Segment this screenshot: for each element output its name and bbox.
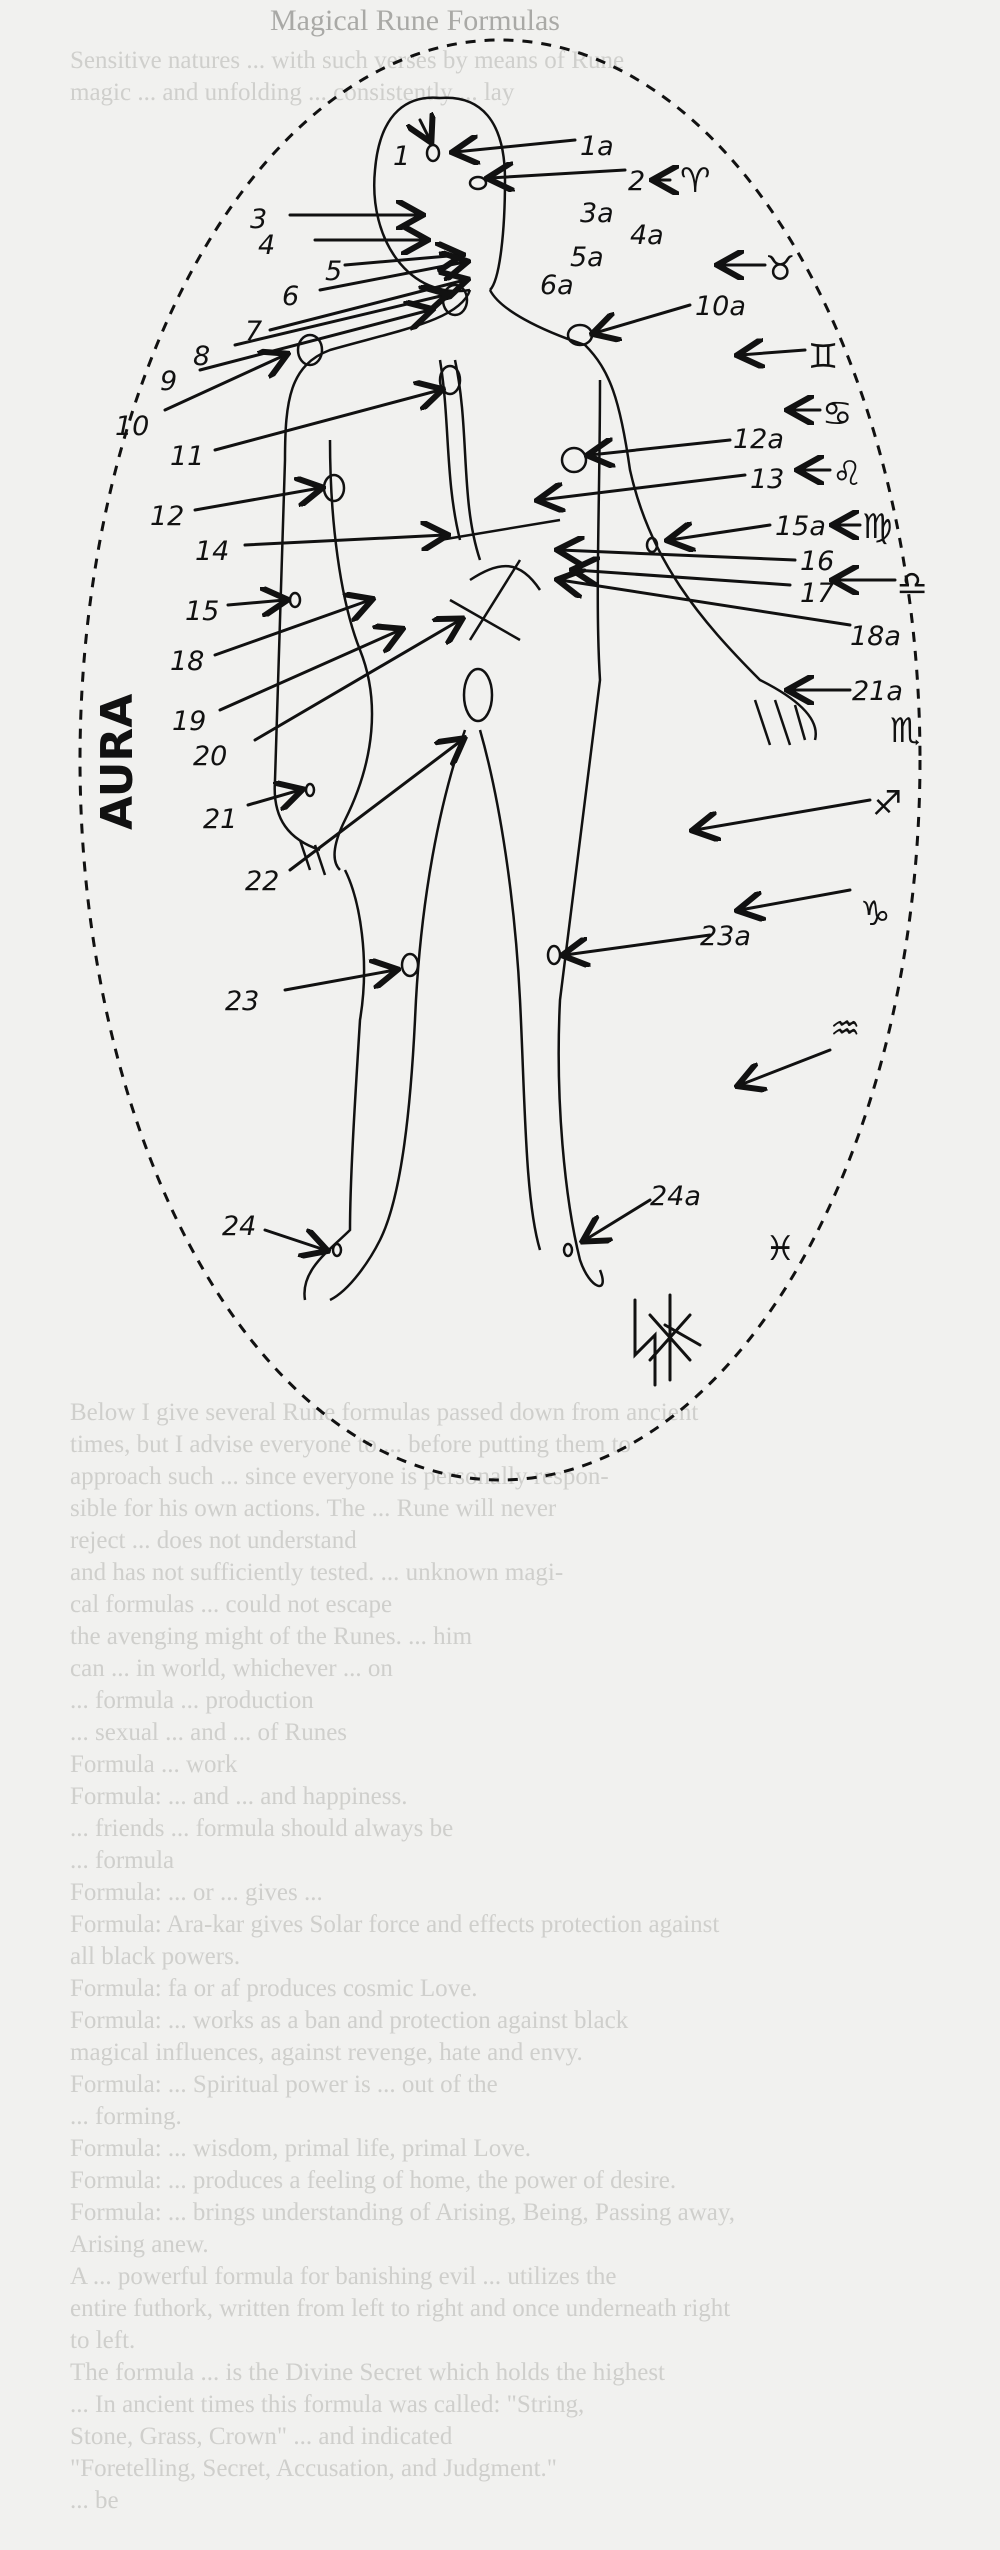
background-text-line: Arising anew.	[70, 2231, 209, 2258]
background-text-line: Below I give several Rune formulas passe…	[70, 1399, 699, 1426]
background-text-line: ... forming.	[70, 2103, 182, 2130]
label-21a: 21a	[852, 676, 903, 707]
label-6a: 6a	[540, 270, 574, 301]
aries-icon: ♈	[680, 161, 710, 201]
background-text-line: Formula ... work	[70, 1751, 238, 1778]
label-1a: 1a	[580, 131, 614, 162]
background-text-line: Formula: ... Spiritual power is ... out …	[70, 2071, 498, 2098]
background-text-line: cal formulas ... could not escape	[70, 1591, 393, 1618]
background-text-line: Formula: ... works as a ban and protecti…	[70, 2007, 629, 2034]
leo-icon: ♌	[832, 454, 862, 494]
label-12: 12	[150, 501, 184, 532]
label-24a: 24a	[650, 1181, 701, 1212]
label-19: 19	[172, 706, 206, 737]
background-text-line: Stone, Grass, Crown" ... and indicated	[70, 2423, 453, 2450]
aura-label: AURA	[92, 694, 143, 830]
label-7: 7	[245, 316, 262, 347]
point-labels: 1 1a 2 3 3a 4 4a 5 5a 6 6a 7 8 9 10 10a …	[115, 131, 903, 1242]
background-text-line: Formula: ... wisdom, primal life, primal…	[70, 2135, 532, 2162]
rune-monogram-icon	[633, 1293, 702, 1387]
capricorn-icon: ♑	[860, 894, 890, 934]
label-11: 11	[170, 441, 204, 472]
label-3: 3	[250, 204, 267, 235]
libra-icon: ♎	[897, 564, 927, 604]
page-title: Magical Rune Formulas	[270, 4, 560, 37]
aura-outline	[78, 38, 922, 1482]
label-23: 23	[225, 986, 259, 1017]
background-text-line: The formula ... is the Divine Secret whi…	[70, 2359, 666, 2386]
background-text-line: Formula: ... or ... gives ...	[70, 1879, 323, 1906]
background-text-line: ... formula ... production	[70, 1687, 314, 1714]
zodiac-signs: ♈ ♉ ♊ ♋ ♌ ♍ ♎ ♏ ♐ ♑ ♒ ♓	[680, 161, 927, 1269]
background-text-line: ... friends ... formula should always be	[70, 1815, 454, 1842]
label-1: 1	[393, 141, 410, 172]
background-text-line: magical influences, against revenge, hat…	[70, 2039, 583, 2066]
taurus-icon: ♉	[765, 249, 795, 289]
pointer-arrows	[163, 120, 897, 1250]
background-text-line: the avenging might of the Runes. ... him	[70, 1623, 473, 1650]
label-23a: 23a	[700, 921, 751, 952]
label-4a: 4a	[630, 220, 664, 251]
background-text-line: Formula: ... produces a feeling of home,…	[70, 2167, 677, 2194]
gemini-icon: ♊	[808, 337, 838, 377]
background-text-line: all black powers.	[70, 1943, 241, 1970]
background-text-line: sible for his own actions. The ... Rune …	[70, 1495, 557, 1522]
background-text-line: Sensitive natures ... with such verses b…	[70, 47, 625, 74]
background-text-line: and has not sufficiently tested. ... unk…	[70, 1559, 564, 1586]
background-text-line: entire futhork, written from left to rig…	[70, 2295, 731, 2322]
aura-body-diagram: AURA	[78, 38, 927, 1482]
background-text-line: A ... powerful formula for banishing evi…	[70, 2263, 617, 2290]
sagittarius-icon: ♐	[872, 784, 902, 824]
background-text-line: Formula: ... and ... and happiness.	[70, 1783, 408, 1810]
background-text-line: ... In ancient times this formula was ca…	[70, 2391, 585, 2418]
label-15a: 15a	[775, 511, 826, 542]
background-text-line: ... be	[70, 2487, 119, 2514]
label-2: 2	[628, 166, 645, 197]
label-10: 10	[115, 411, 149, 442]
background-text-line: magic ... and unfolding ... consistently…	[70, 79, 515, 106]
label-8: 8	[193, 341, 210, 372]
label-12a: 12a	[733, 424, 784, 455]
label-5: 5	[325, 256, 342, 287]
label-10a: 10a	[695, 291, 746, 322]
cancer-icon: ♋	[822, 394, 852, 434]
label-13: 13	[750, 464, 784, 495]
label-17: 17	[800, 578, 834, 609]
label-21: 21	[203, 804, 237, 835]
label-15: 15	[185, 596, 219, 627]
label-16: 16	[800, 546, 834, 577]
background-text-line: Formula: fa or af produces cosmic Love.	[70, 1975, 478, 2002]
background-text-line: ... sexual ... and ... of Runes	[70, 1719, 348, 1746]
label-14: 14	[195, 536, 229, 567]
background-text-line: reject ... does not understand	[70, 1527, 357, 1554]
label-24: 24	[222, 1211, 256, 1242]
label-18a: 18a	[850, 621, 901, 652]
background-text-line: "Foretelling, Secret, Accusation, and Ju…	[70, 2455, 557, 2482]
background-text-line: Formula: Ara-kar gives Solar force and e…	[70, 1911, 720, 1938]
label-20: 20	[193, 741, 227, 772]
aquarius-icon: ♒	[830, 1009, 860, 1049]
scorpio-icon: ♏	[890, 711, 920, 751]
background-text-line: approach such ... since everyone is pers…	[70, 1463, 609, 1490]
pisces-icon: ♓	[765, 1229, 795, 1269]
background-text-line: to left.	[70, 2327, 136, 2354]
label-6: 6	[282, 281, 299, 312]
background-text-line: times, but I advise everyone to ... befo…	[70, 1431, 631, 1458]
label-9: 9	[160, 366, 177, 397]
label-5a: 5a	[570, 242, 604, 273]
background-text-line: ... formula	[70, 1847, 175, 1874]
background-text-line: can ... in world, whichever ... on	[70, 1655, 393, 1682]
label-3a: 3a	[580, 198, 614, 229]
label-22: 22	[245, 866, 279, 897]
label-4: 4	[258, 230, 275, 261]
background-text-line: Formula: ... brings understanding of Ari…	[70, 2199, 735, 2226]
virgo-icon: ♍	[862, 507, 892, 547]
label-18: 18	[170, 646, 204, 677]
human-figure	[273, 96, 817, 1302]
